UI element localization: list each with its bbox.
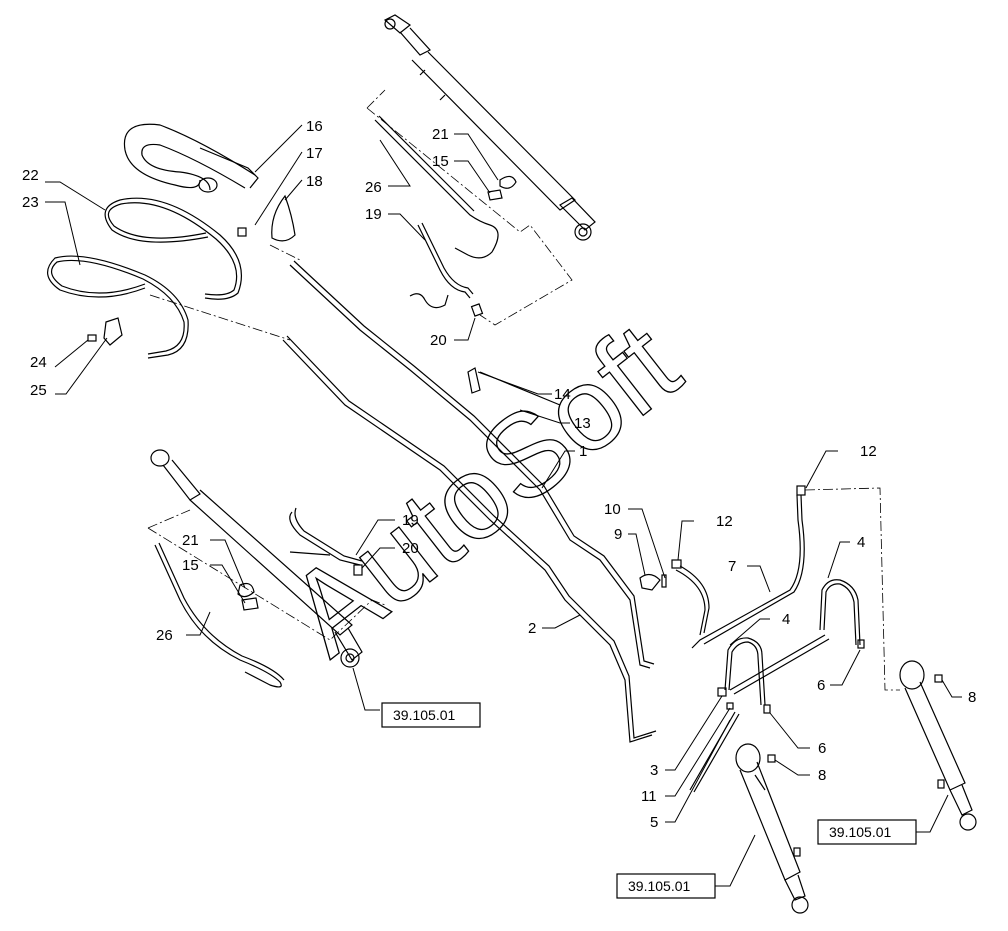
ref-box-bottom[interactable]: 39.105.01: [616, 873, 716, 899]
callout-16: 16: [306, 118, 323, 135]
callout-10: 10: [604, 501, 621, 518]
leader-lines: [45, 124, 962, 887]
watermark-text: AutoSoft: [265, 298, 703, 681]
ref-box-right[interactable]: 39.105.01: [817, 819, 917, 845]
middle-cylinder: [735, 743, 809, 914]
callout-21-upper: 21: [432, 126, 449, 143]
callout-20-upper: 20: [430, 332, 447, 349]
line-art: [47, 14, 977, 914]
callout-5: 5: [650, 814, 658, 831]
callout-6-middle: 6: [818, 740, 826, 757]
upper-cylinder: [383, 14, 596, 241]
callout-11: 11: [641, 788, 657, 805]
callout-4-middle: 4: [782, 611, 790, 628]
callout-26-upper: 26: [365, 179, 382, 196]
reference-boxes: 39.105.01 39.105.01 39.105.01: [381, 702, 917, 899]
callout-2: 2: [528, 620, 536, 637]
callout-15-lower: 15: [182, 557, 199, 574]
callout-8-middle: 8: [818, 767, 826, 784]
callout-8-right: 8: [968, 689, 976, 706]
callout-17: 17: [306, 145, 323, 162]
callout-1: 1: [579, 443, 587, 460]
callout-21-lower: 21: [182, 532, 199, 549]
callout-19-lower: 19: [402, 512, 419, 529]
callout-13: 13: [574, 415, 591, 432]
callout-19-upper: 19: [365, 206, 382, 223]
callout-20-lower: 20: [402, 540, 419, 557]
ref-box-left[interactable]: 39.105.01: [381, 702, 481, 728]
ref-label-left: 39.105.01: [393, 707, 455, 723]
callout-7: 7: [728, 558, 736, 575]
callout-14: 14: [554, 386, 571, 403]
ref-label-right: 39.105.01: [829, 824, 891, 840]
callout-4-right: 4: [857, 534, 865, 551]
callout-26-lower: 26: [156, 627, 173, 644]
callout-6-right: 6: [817, 677, 825, 694]
callout-9: 9: [614, 526, 622, 543]
callout-12-left: 12: [716, 513, 733, 530]
callout-3: 3: [650, 762, 658, 779]
left-cylinder: [150, 449, 363, 668]
callouts: 16 17 18 22 23 24 25 21 15 26 19 20 14 1…: [22, 118, 976, 831]
callout-12-right: 12: [860, 443, 877, 460]
right-cylinder: [899, 660, 977, 831]
callout-15-upper: 15: [432, 153, 449, 170]
callout-24: 24: [30, 354, 47, 371]
watermark: AutoSoft: [264, 297, 703, 681]
ref-label-bottom: 39.105.01: [628, 878, 690, 894]
callout-22: 22: [22, 167, 39, 184]
callout-18: 18: [306, 173, 323, 190]
callout-25: 25: [30, 382, 47, 399]
callout-23: 23: [22, 194, 39, 211]
